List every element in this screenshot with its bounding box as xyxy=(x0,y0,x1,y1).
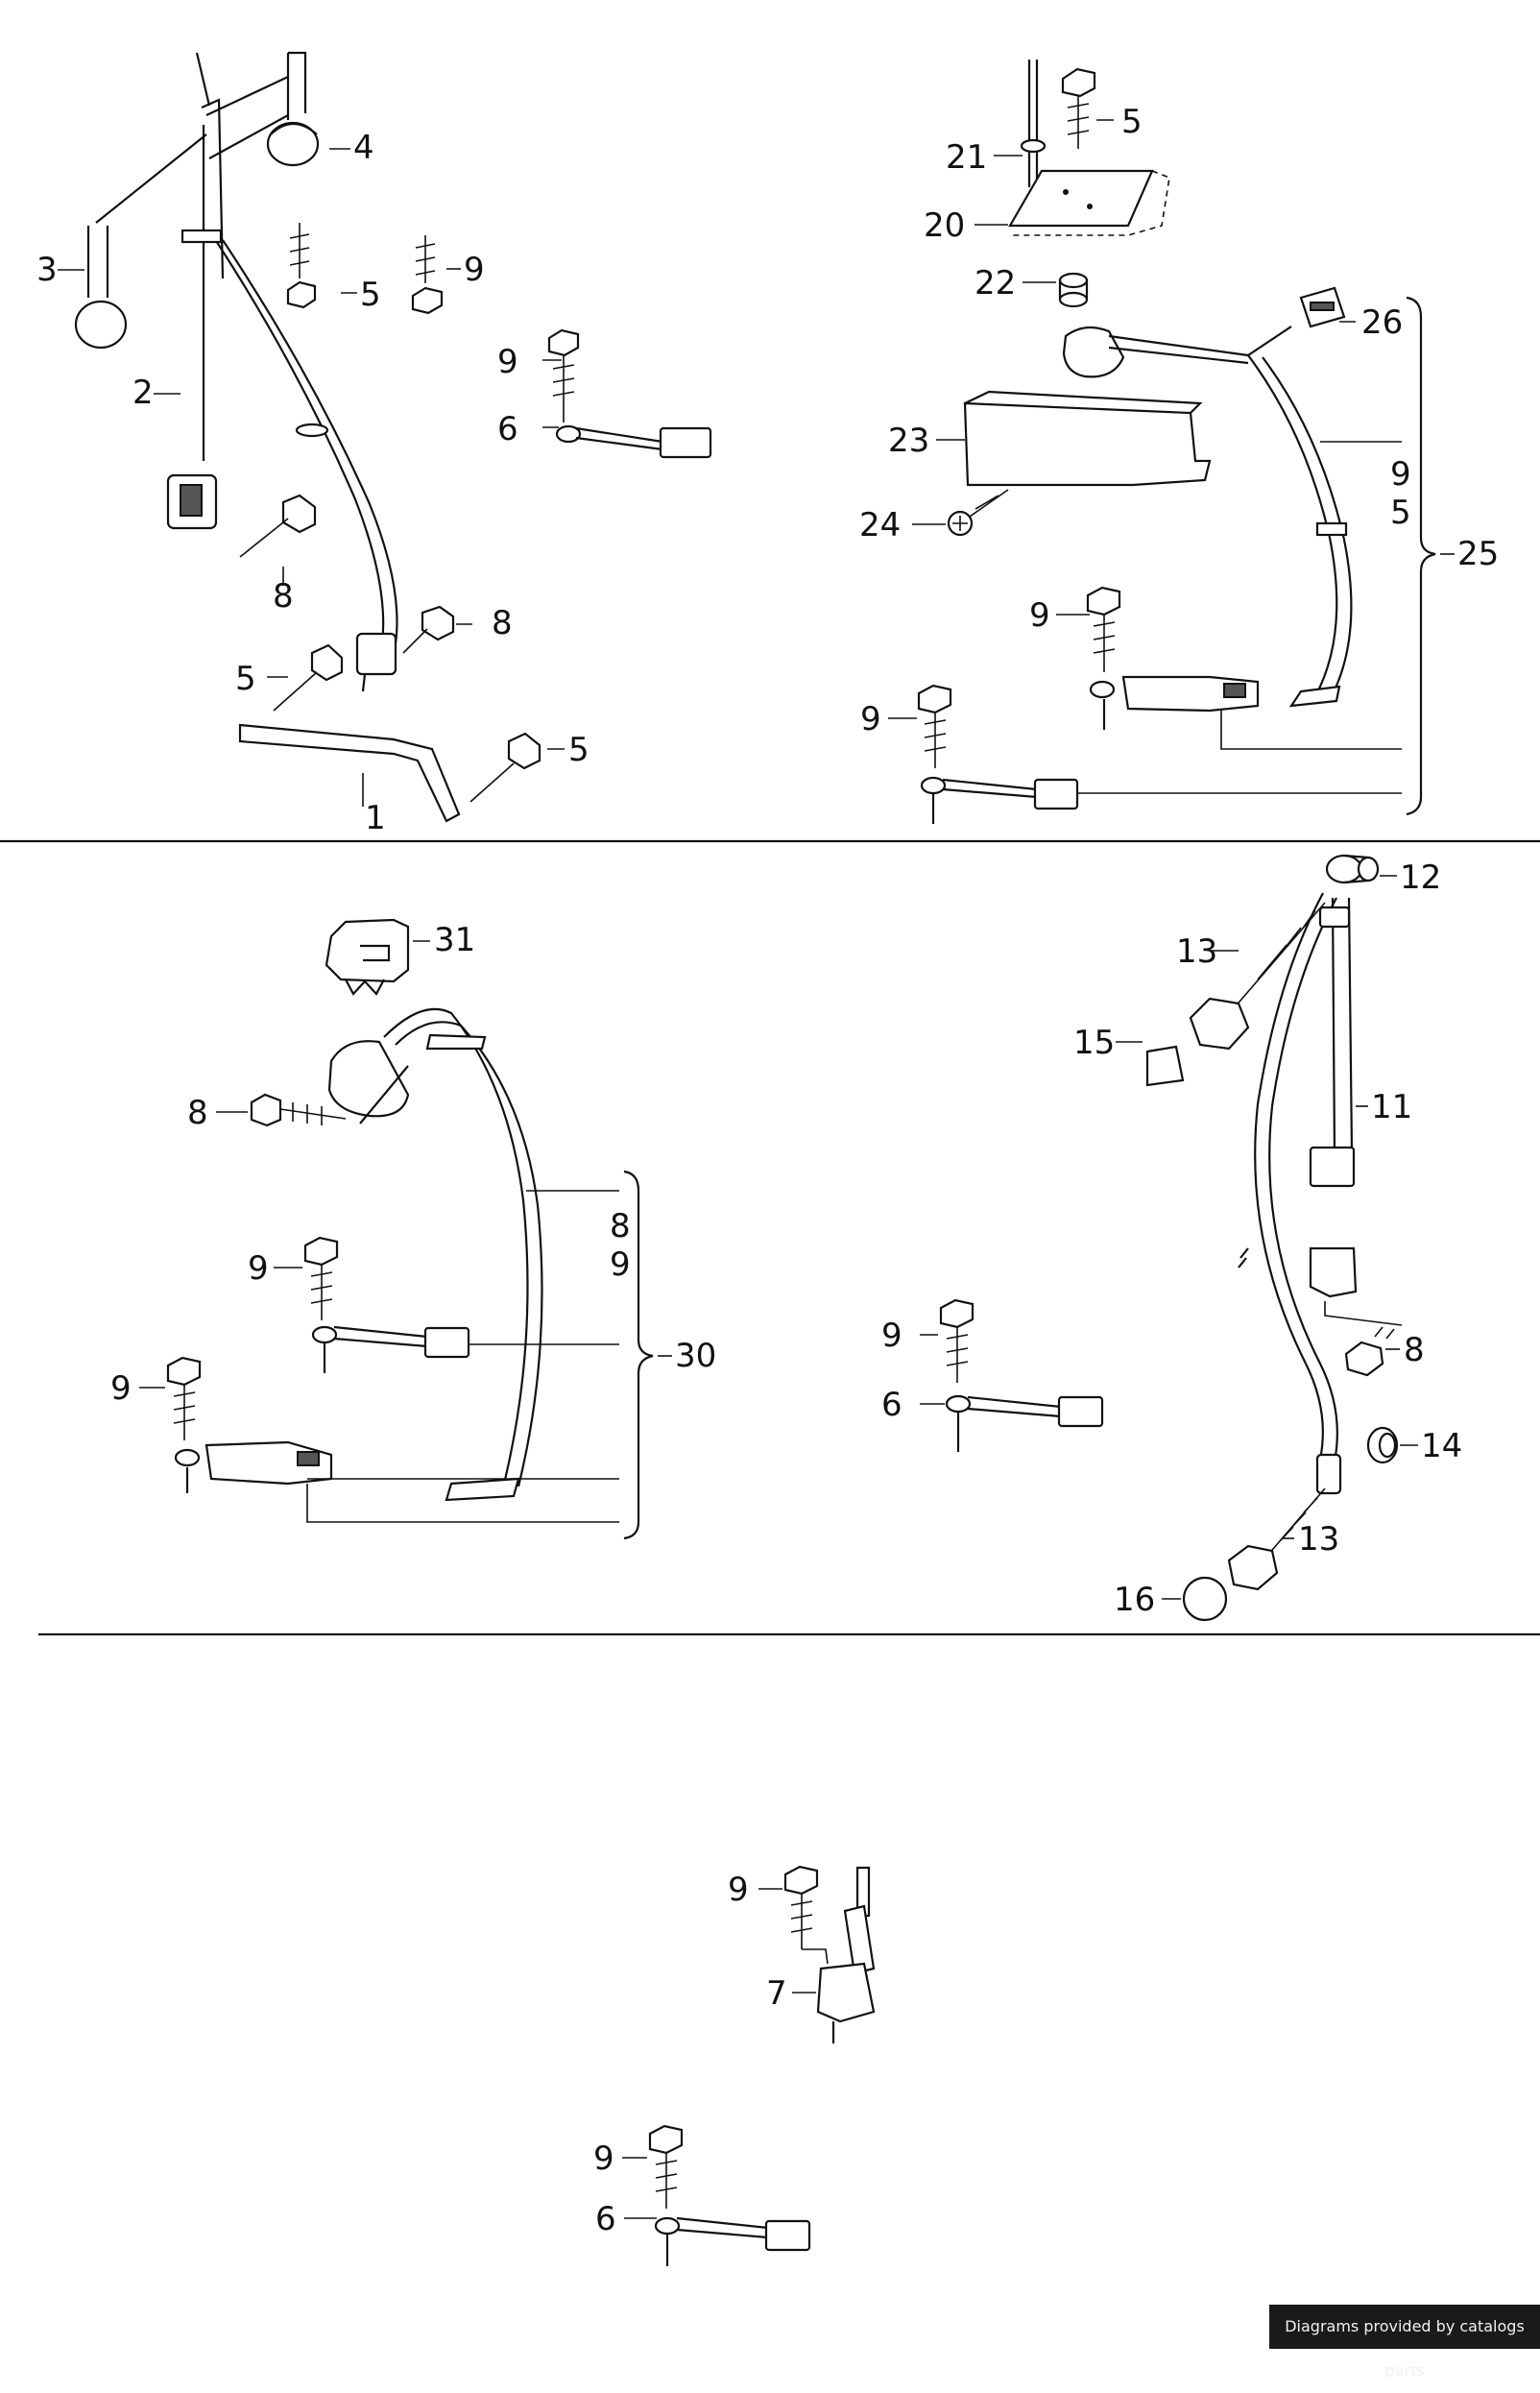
screw xyxy=(947,489,1009,537)
bracket-label-8: 8 xyxy=(610,1207,631,1245)
callout-9: 9 xyxy=(881,1317,902,1355)
buckle xyxy=(1089,675,1260,730)
bolt-8 xyxy=(250,1093,347,1127)
bolt-13-upper xyxy=(1189,902,1326,1051)
callout-5: 5 xyxy=(568,731,590,769)
section-top-right: 5 21 20 22 26 23 9 5 24 25 9 9 xyxy=(859,60,1499,824)
callout-1: 1 xyxy=(365,799,386,837)
section-middle-right: 12 13 15 11 9 8 6 14 13 16 xyxy=(881,854,1462,1622)
callout-9: 9 xyxy=(110,1369,132,1408)
bracket-label-9: 9 xyxy=(610,1245,631,1284)
callout-6: 6 xyxy=(595,2200,616,2238)
callout-14: 14 xyxy=(1421,1427,1462,1465)
buckle-bolt xyxy=(1086,586,1121,672)
section-middle-left: 31 8 8 9 9 30 9 xyxy=(110,918,716,1540)
callout-8: 8 xyxy=(492,604,513,642)
callout-5: 5 xyxy=(1121,103,1143,141)
bolt-9-lower xyxy=(166,1356,202,1467)
bolt-9-mid-right xyxy=(939,1298,1104,1452)
floor-anchor-bar xyxy=(238,723,461,823)
callout-8: 8 xyxy=(273,577,294,616)
callout-22: 22 xyxy=(975,264,1016,302)
upper-anchor-sleeve xyxy=(1325,854,1380,884)
callout-20: 20 xyxy=(924,206,965,245)
callout-9: 9 xyxy=(860,700,881,738)
callout-25: 25 xyxy=(1457,535,1499,573)
retractor-middle xyxy=(327,1040,410,1124)
bolt-9-bottom-upper xyxy=(783,1865,829,1965)
callout-9: 9 xyxy=(728,1871,749,1909)
callout-31: 31 xyxy=(434,921,475,959)
bolt-shoulder xyxy=(239,494,317,558)
buckle-middle xyxy=(185,1440,333,1493)
bolt-8-right xyxy=(1324,1301,1403,1377)
callout-11: 11 xyxy=(1371,1088,1412,1126)
callout-13: 13 xyxy=(1176,932,1217,971)
tongue-bolt xyxy=(917,684,1079,824)
callout-21: 21 xyxy=(946,138,987,177)
bolt-9-upper xyxy=(303,1236,470,1373)
callout-9: 9 xyxy=(497,343,518,381)
bolt-left-lower xyxy=(273,643,344,712)
retractor-cover xyxy=(325,918,410,996)
washer-14 xyxy=(1366,1426,1399,1464)
buckle-stalk xyxy=(816,1866,876,2043)
shoulder-belt-webbing xyxy=(180,229,398,692)
bolt-9-with-tongue xyxy=(547,328,712,459)
pin xyxy=(1020,60,1047,187)
bolt-right-lower xyxy=(469,732,541,803)
bolt-13-lower xyxy=(1227,1487,1326,1591)
callout-4: 4 xyxy=(353,129,374,167)
callout-24: 24 xyxy=(859,506,901,544)
spacer-sleeve xyxy=(1058,272,1089,308)
b-pillar-mount xyxy=(95,51,307,461)
bolt-5 xyxy=(1061,67,1096,149)
shoulder-webbing-right xyxy=(1247,354,1353,708)
callout-2: 2 xyxy=(132,374,154,412)
bolt-top-1 xyxy=(286,223,317,309)
belt-guide xyxy=(1247,286,1346,356)
cap-15 xyxy=(1145,1045,1185,1087)
callout-13: 13 xyxy=(1298,1520,1339,1559)
callout-26: 26 xyxy=(1361,303,1403,342)
callout-8: 8 xyxy=(1404,1331,1425,1369)
callout-9: 9 xyxy=(1029,596,1050,635)
section-top-left: 4 3 2 5 9 9 6 8 8 5 5 1 xyxy=(36,51,712,837)
section-bottom: 9 7 9 6 xyxy=(593,1865,876,2266)
callout-9: 9 xyxy=(593,2139,614,2178)
callout-7: 7 xyxy=(766,1974,787,2013)
callout-15: 15 xyxy=(1073,1024,1115,1062)
callout-23: 23 xyxy=(888,422,929,460)
callout-9: 9 xyxy=(464,251,485,289)
trim-panel xyxy=(963,390,1212,487)
upper-anchor-cover xyxy=(266,121,320,167)
bracket-label-5: 5 xyxy=(1390,494,1411,532)
cap-16 xyxy=(1182,1576,1228,1622)
callout-3: 3 xyxy=(36,251,58,289)
pillar-trim-cover xyxy=(74,226,128,350)
bracket-label-9: 9 xyxy=(1390,455,1411,494)
callout-12: 12 xyxy=(1400,858,1441,897)
bolt-mid xyxy=(402,605,455,654)
callout-9: 9 xyxy=(248,1249,269,1288)
bolt-9-bottom-lower xyxy=(648,2124,811,2266)
callout-16: 16 xyxy=(1114,1581,1155,1619)
diagram-credit: Diagrams provided by catalogs parts xyxy=(1269,2305,1540,2380)
callout-5: 5 xyxy=(360,276,381,314)
callout-5: 5 xyxy=(235,660,256,698)
retractor xyxy=(1062,326,1249,378)
bolt-top-2 xyxy=(411,235,444,315)
callout-6: 6 xyxy=(881,1386,902,1424)
mounting-plate xyxy=(1008,169,1170,236)
belt-webbing-middle xyxy=(383,1007,543,1502)
shoulder-webbing-mid-right xyxy=(1238,892,1358,1495)
callout-8: 8 xyxy=(187,1094,208,1132)
lap-belt-retractor xyxy=(166,473,218,530)
callout-6: 6 xyxy=(497,410,518,448)
callout-30: 30 xyxy=(675,1337,716,1375)
